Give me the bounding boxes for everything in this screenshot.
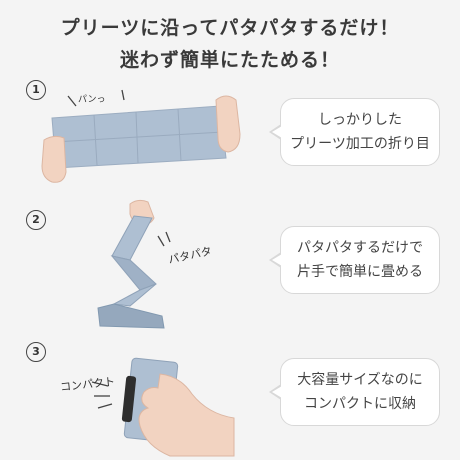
motion-line xyxy=(157,235,165,247)
bubble-tail-inner xyxy=(272,386,282,398)
unfolded-bag-illustration xyxy=(41,89,241,183)
left-hand xyxy=(41,135,67,183)
step-3-caption-line-1: 大容量サイズなのに xyxy=(297,372,423,388)
step-1-caption-line-1: しっかりした xyxy=(318,112,402,128)
closure-band xyxy=(121,375,137,423)
folded-stack xyxy=(97,303,165,329)
motion-line xyxy=(67,95,77,107)
step-1-number: 1 xyxy=(26,80,46,100)
motion-line xyxy=(91,381,109,387)
holding-hand xyxy=(138,373,235,457)
bubble-tail-inner xyxy=(272,126,282,138)
headline: プリーツに沿ってパタパタするだけ！ 迷わず簡単にたためる！ xyxy=(0,12,460,76)
step-1-caption-bubble: しっかりした プリーツ加工の折り目 xyxy=(269,98,440,166)
step-2-caption-line-1: パタパタするだけで xyxy=(297,240,423,256)
right-hand xyxy=(215,95,241,153)
pleat-segment xyxy=(111,215,153,261)
step-2-number: 2 xyxy=(26,210,46,230)
step-3-caption-line-2: コンパクトに収納 xyxy=(304,396,416,412)
motion-line xyxy=(97,403,113,409)
pleat-segment xyxy=(112,283,157,307)
pleat-segment xyxy=(110,255,157,291)
step-1-caption-line-2: プリーツ加工の折り目 xyxy=(290,136,430,152)
motion-line xyxy=(121,89,125,101)
step-3-caption-bubble: 大容量サイズなのに コンパクトに収納 xyxy=(269,358,440,426)
folding-bag-illustration xyxy=(97,199,171,329)
motion-line xyxy=(165,231,171,243)
headline-line-1: プリーツに沿ってパタパタするだけ！ xyxy=(60,17,400,39)
step-2-caption-bubble: パタパタするだけで 片手で簡単に畳める xyxy=(269,226,440,294)
compact-bag-illustration xyxy=(91,357,235,457)
pleat-line xyxy=(53,131,224,143)
step-2-caption-line-2: 片手で簡単に畳める xyxy=(297,264,423,280)
bubble-tail-inner xyxy=(272,254,282,266)
step-3-number: 3 xyxy=(26,342,46,362)
headline-line-2: 迷わず簡単にたためる！ xyxy=(119,49,340,71)
step-1-sound-effect: パンっ xyxy=(78,95,106,105)
